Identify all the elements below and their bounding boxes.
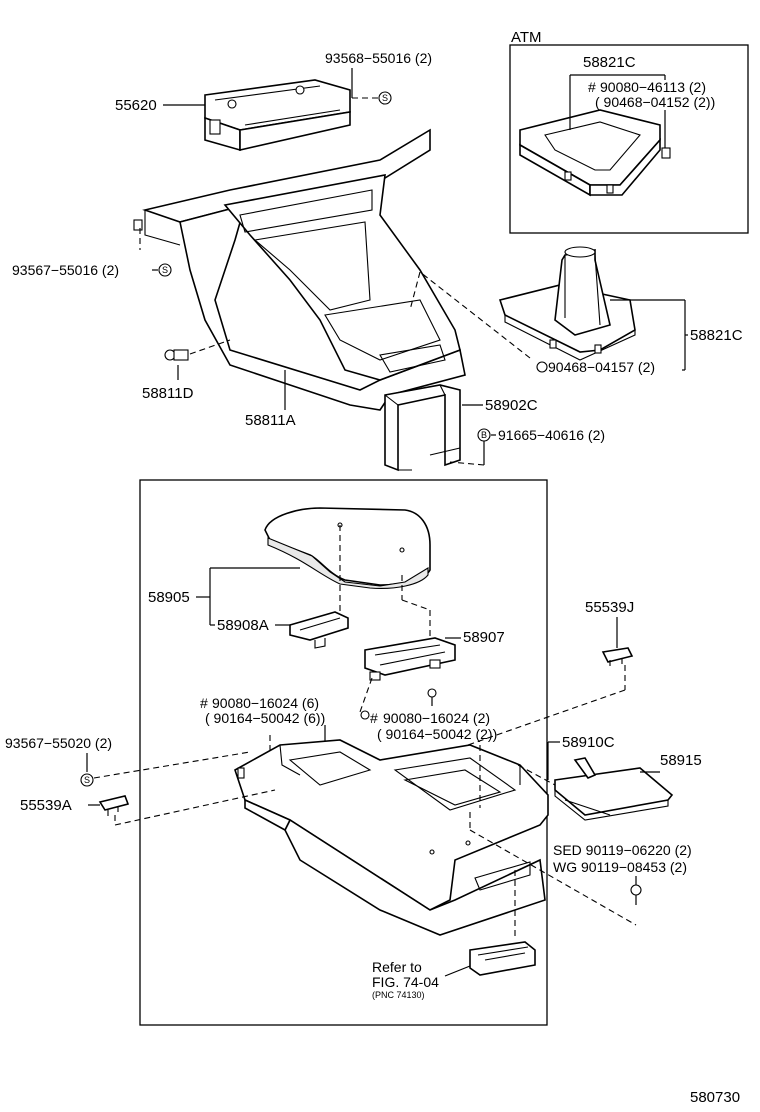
hash-mark-icon: # [200,695,208,711]
label-58908A: 58908A [217,617,269,634]
label-58907: 58907 [463,629,505,646]
part-74130-drawing [469,941,536,976]
label-58821C-mt: 58821C [690,327,743,344]
screw-s-icon: S [80,773,94,787]
label-58915: 58915 [660,752,702,769]
figure-number: 580730 [690,1089,740,1106]
part-58915-drawing [554,757,674,821]
label-90119-08453: WG 90119−08453 (2) [553,859,687,875]
atm-box [509,44,749,234]
svg-text:#: # [200,695,208,711]
label-90164-50042-2: ( 90164−50042 (2)) [377,726,497,742]
label-58811A: 58811A [245,412,296,429]
part-58908A-drawing [289,611,349,649]
svg-text:S: S [162,265,168,275]
label-90119-06220: SED 90119−06220 (2) [553,842,692,858]
label-90080-46113: 90080−46113 (2) [600,79,706,95]
label-55539J: 55539J [585,599,634,616]
atm-label: ATM [511,29,542,46]
svg-text:#: # [588,79,596,95]
part-58821C-atm-drawing [519,109,671,197]
label-58910C: 58910C [562,734,615,751]
label-55620: 55620 [115,97,157,114]
svg-text:S: S [382,93,388,103]
svg-text:B: B [481,430,487,440]
hash-mark-icon: # [588,79,596,95]
label-58902C: 58902C [485,397,538,414]
label-90080-16024-6: 90080−16024 (6) [212,695,319,711]
part-58907-drawing [364,637,456,681]
part-58902C-drawing [384,384,461,472]
label-58905: 58905 [148,589,190,606]
screw-s-icon [536,361,548,373]
part-58811D-drawing [164,349,189,361]
label-93567-55020: 93567−55020 (2) [5,735,112,751]
part-55539A-drawing [98,795,130,816]
svg-text:#: # [370,710,378,726]
label-90080-16024-2: 90080−16024 (2) [383,710,490,726]
label-91665-40616: 91665−40616 (2) [498,427,605,443]
screw-icon [630,884,642,905]
label-refer-fig: FIG. 74-04 [372,974,439,990]
label-90468-04152: ( 90468−04152 (2)) [595,94,715,110]
part-lower-console-drawing [234,739,549,936]
label-93567-55016: 93567−55016 (2) [12,262,119,278]
label-55539A: 55539A [20,797,72,814]
label-refer-pnc: (PNC 74130) [372,990,425,1000]
label-90468-04157: 90468−04157 (2) [548,359,655,375]
lower-console-box [139,479,548,1026]
screw-b-icon: B [477,428,491,442]
part-55620-drawing [204,79,351,152]
hash-mark-icon: # [370,710,378,726]
label-58811D: 58811D [142,385,194,402]
label-58821C-atm: 58821C [583,54,636,71]
label-refer-to: Refer to [372,959,422,975]
screw-icon [360,688,437,720]
screw-s-icon: S [158,263,172,277]
part-55539J-drawing [601,647,634,666]
part-58905-drawing [264,507,431,589]
screw-s-icon: S [378,91,392,105]
svg-text:S: S [84,775,90,785]
part-58811A-drawing [133,128,466,411]
part-58821C-mt-drawing [498,246,636,361]
label-93568-55016: 93568−55016 (2) [325,50,432,66]
label-90164-50042-6: ( 90164−50042 (6)) [205,710,325,726]
